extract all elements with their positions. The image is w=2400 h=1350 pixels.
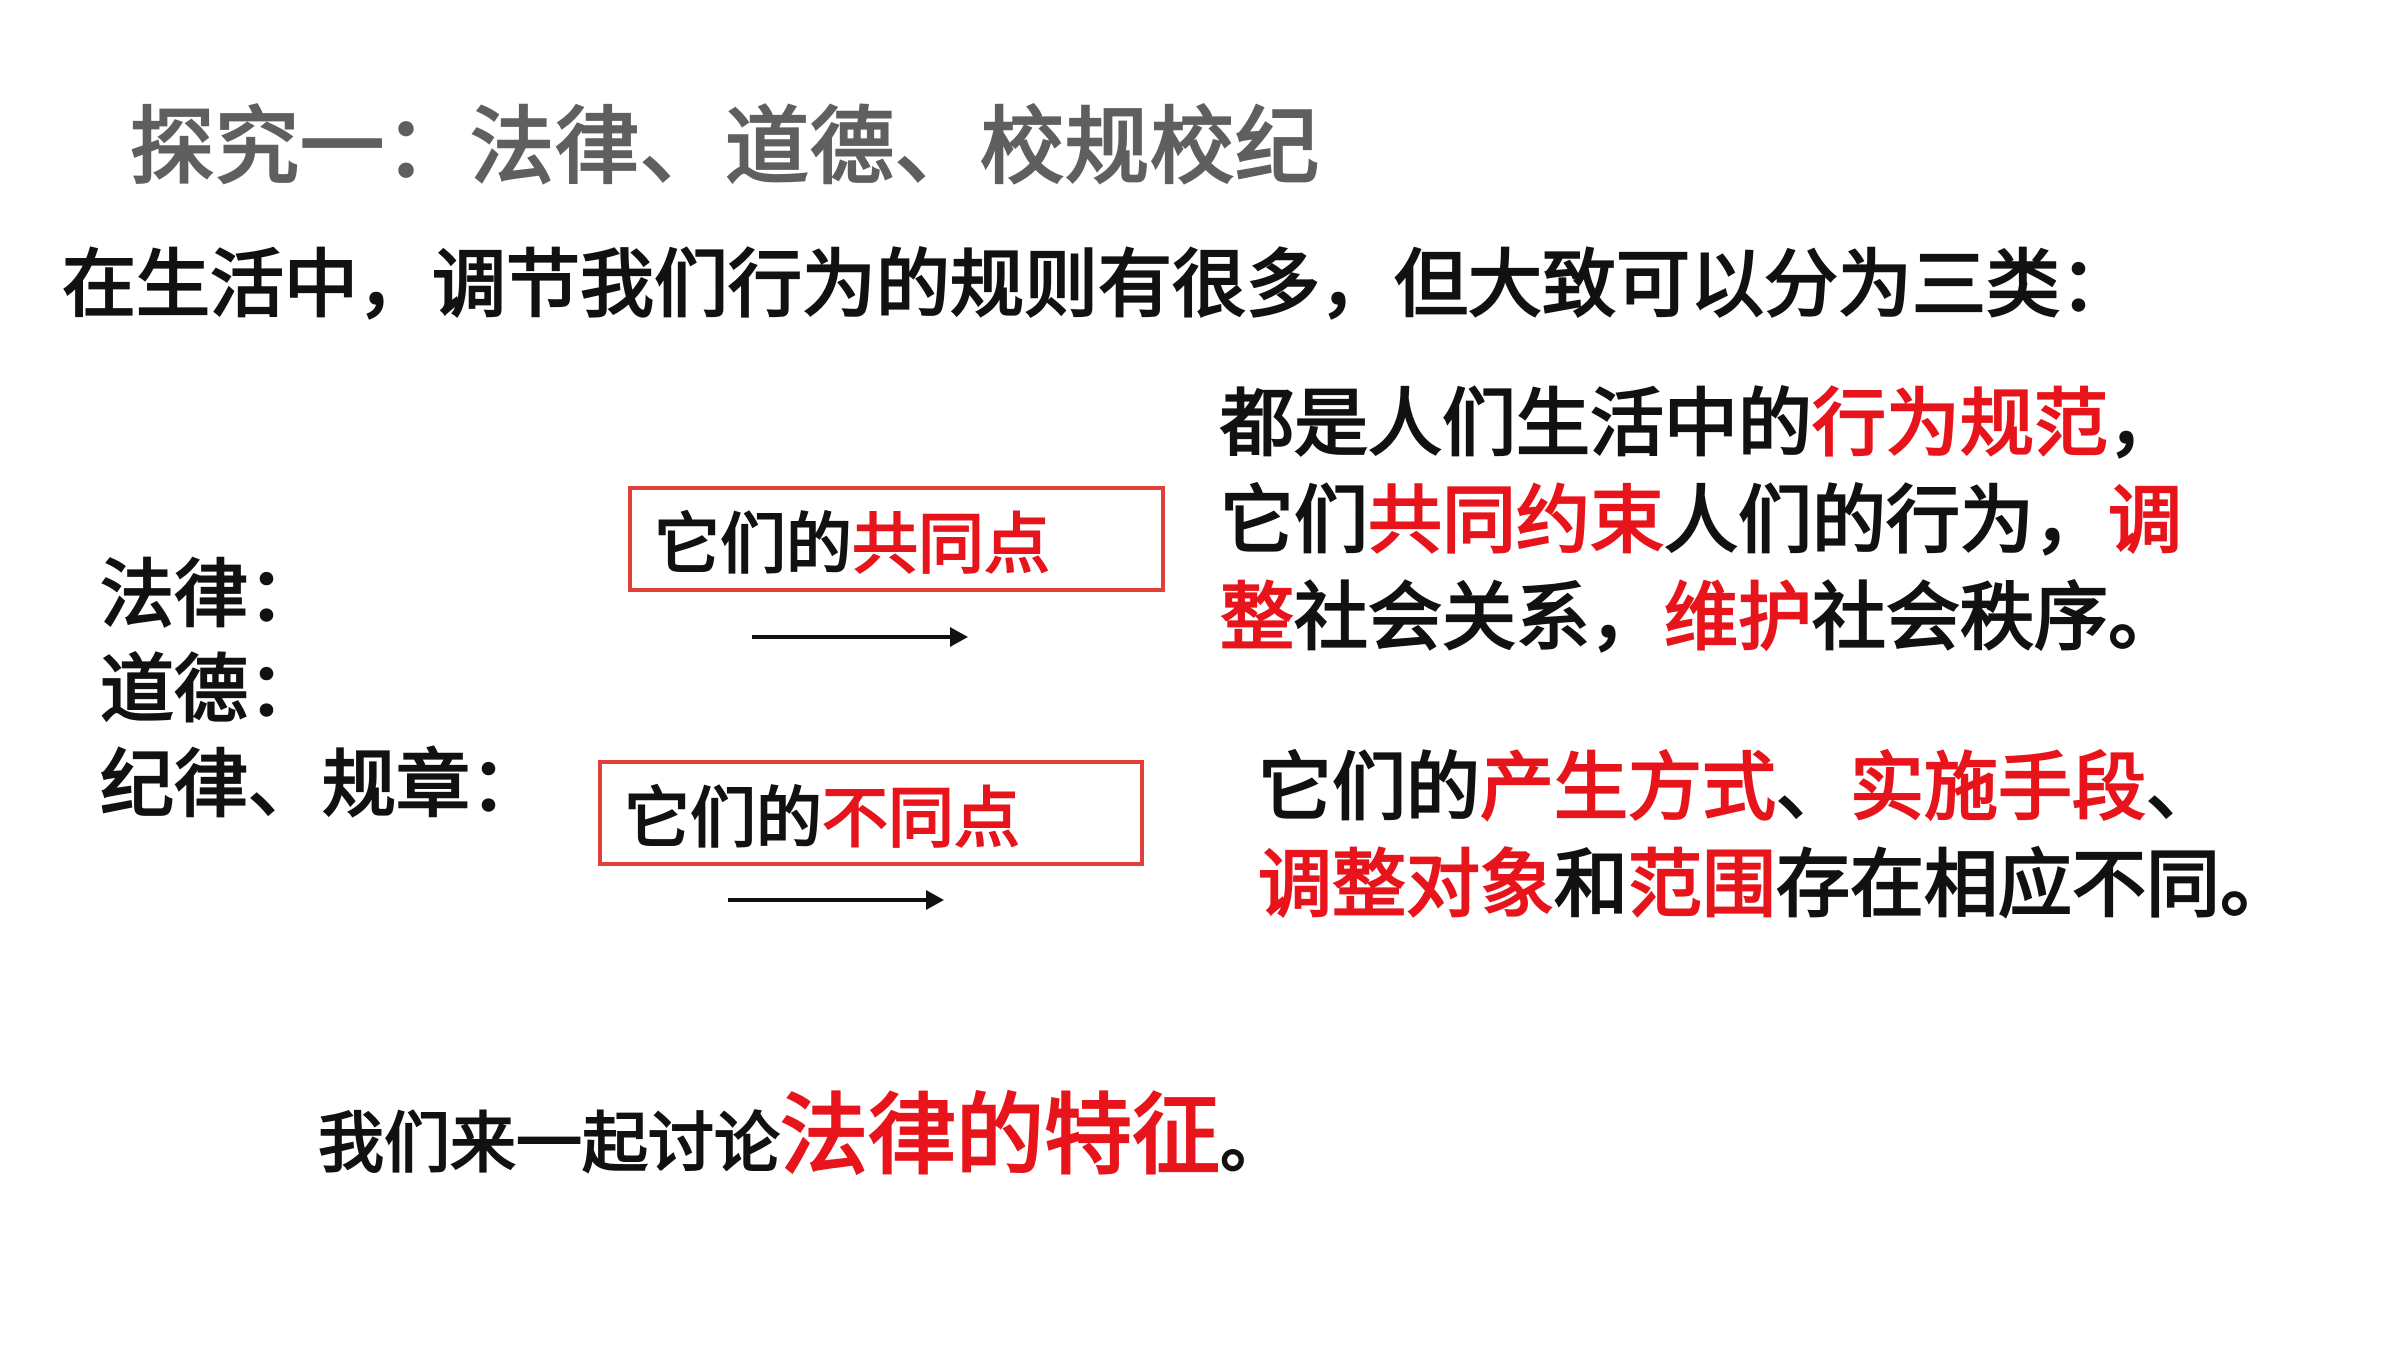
common-desc-line-3: 整社会关系，维护社会秩序。 (1220, 570, 2182, 667)
text-segment: 它们的 (1258, 745, 1480, 831)
differences-box: 它们的不同点 (598, 760, 1144, 866)
highlight-segment: 调 (2108, 478, 2182, 564)
text-segment: 、 (1776, 745, 1850, 831)
text-segment: 存在相应不同。 (1776, 842, 2294, 928)
category-morality: 道德： (100, 647, 322, 733)
highlight-segment: 范围 (1628, 842, 1776, 928)
category-discipline: 纪律、规章： (100, 742, 544, 828)
highlight-segment: 产生方式 (1480, 745, 1776, 831)
highlight-segment: 维护 (1664, 575, 1812, 661)
common-box-highlight: 共同点 (852, 506, 1050, 583)
highlight-segment: 共同约束 (1368, 478, 1664, 564)
intro-text: 在生活中，调节我们行为的规则有很多，但大致可以分为三类： (62, 242, 2134, 328)
discuss-suffix: 。 (1220, 1105, 1287, 1182)
text-segment: 、 (2146, 745, 2220, 831)
highlight-segment: 实施手段 (1850, 745, 2146, 831)
highlight-segment: 整 (1220, 575, 1294, 661)
text-segment: 它们 (1220, 478, 1368, 564)
discussion-prompt: 我们来一起讨论法律的特征。 (318, 1065, 1286, 1192)
text-segment: 社会关系， (1294, 575, 1664, 661)
diff-box-highlight: 不同点 (822, 780, 1020, 857)
common-box-prefix: 它们的 (654, 506, 852, 583)
arrow-right-icon (752, 627, 968, 647)
common-desc-line-1: 都是人们生活中的行为规范， (1220, 376, 2182, 473)
diff-box-prefix: 它们的 (624, 780, 822, 857)
text-segment: 和 (1554, 842, 1628, 928)
highlight-segment: 调整对象 (1258, 842, 1554, 928)
arrow-right-icon (728, 890, 944, 910)
common-desc-line-2: 它们共同约束人们的行为，调 (1220, 473, 2182, 570)
text-segment: 人们的行为， (1664, 478, 2108, 564)
text-segment: ， (2108, 381, 2182, 467)
discuss-highlight: 法律的特征 (780, 1084, 1221, 1187)
diff-desc-line-1: 它们的产生方式、实施手段、 (1258, 740, 2294, 837)
discuss-prefix: 我们来一起讨论 (318, 1105, 780, 1182)
slide-title: 探究一：法律、道德、校规校纪 (130, 98, 1321, 196)
text-segment: 都是人们生活中的 (1220, 381, 1812, 467)
text-segment: 社会秩序。 (1812, 575, 2182, 661)
common-points-description: 都是人们生活中的行为规范， 它们共同约束人们的行为，调 整社会关系，维护社会秩序… (1220, 376, 2182, 667)
diff-desc-line-2: 调整对象和范围存在相应不同。 (1258, 837, 2294, 934)
common-points-box: 它们的共同点 (628, 486, 1165, 592)
category-law: 法律： (100, 552, 322, 638)
differences-description: 它们的产生方式、实施手段、 调整对象和范围存在相应不同。 (1258, 740, 2294, 934)
highlight-segment: 行为规范 (1812, 381, 2108, 467)
